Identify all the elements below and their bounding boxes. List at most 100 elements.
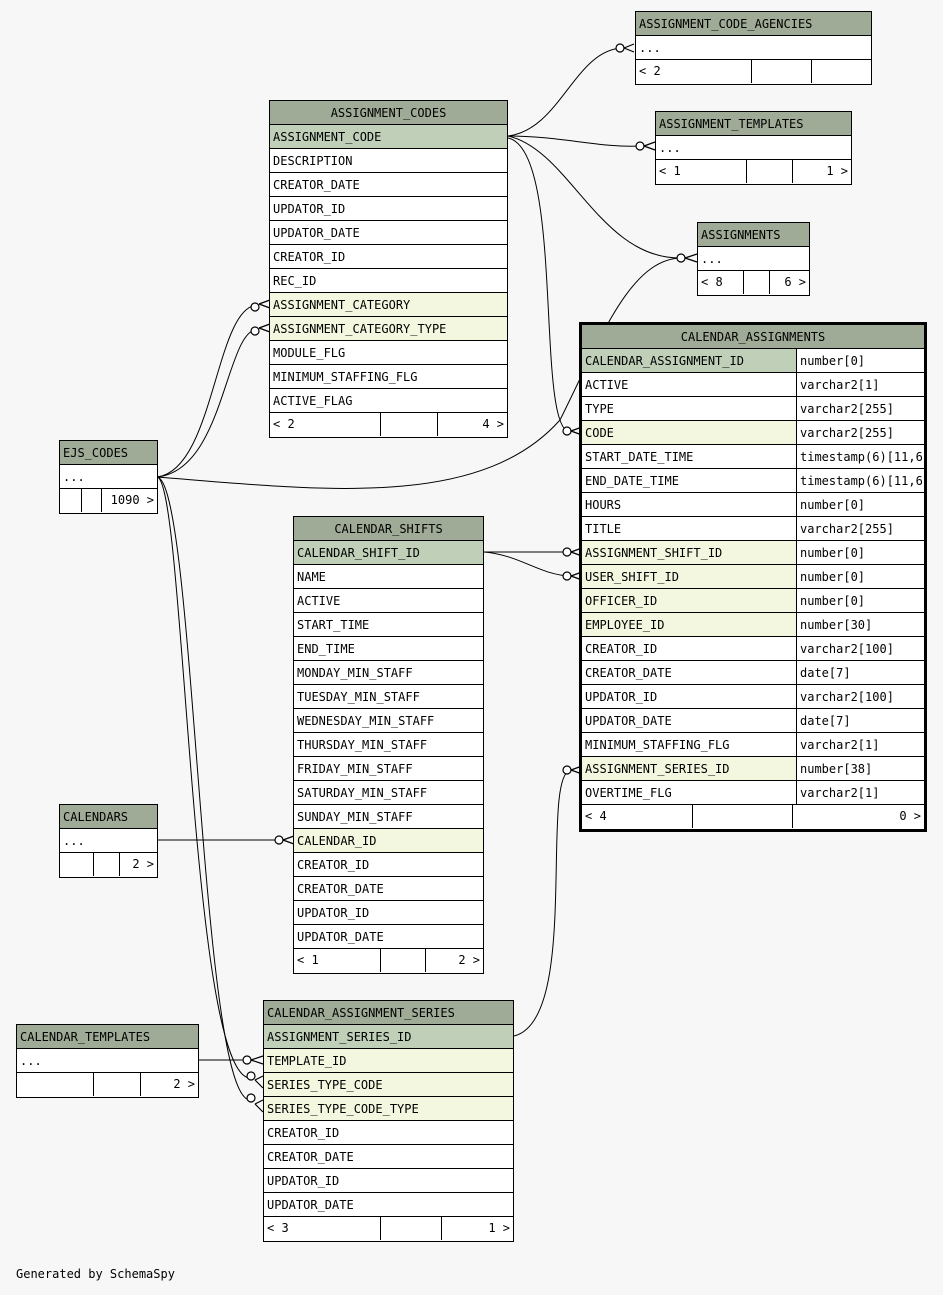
table-row: UPDATOR_DATE	[270, 221, 507, 245]
table-row: ASSIGNMENT_CATEGORY	[270, 293, 507, 317]
table-row: THURSDAY_MIN_STAFF	[294, 733, 483, 757]
table-footer: 2 >	[60, 853, 157, 877]
table-row: CREATOR_DATE	[270, 173, 507, 197]
table-row: SERIES_TYPE_CODE_TYPE	[264, 1097, 513, 1121]
rel-ejs-series-type-type	[156, 476, 251, 1101]
table-calendar-templates[interactable]: CALENDAR_TEMPLATES ... 2 >	[16, 1024, 199, 1098]
endpoint-markers	[242, 43, 698, 1113]
table-footer: < 3 1 >	[264, 1217, 513, 1241]
table-row: REC_ID	[270, 269, 507, 293]
table-assignments[interactable]: ASSIGNMENTS ... < 8 6 >	[697, 222, 810, 296]
rel-codes-assignments	[507, 135, 683, 259]
table-footer: < 2 4 >	[270, 413, 507, 437]
table-row: CREATOR_DATE	[264, 1145, 513, 1169]
table-calendar-shifts[interactable]: CALENDAR_SHIFTS CALENDAR_SHIFT_ID NAME A…	[293, 516, 484, 974]
table-row: CREATOR_ID	[294, 853, 483, 877]
rel-codes-calassign-code	[507, 137, 571, 433]
table-calendar-assignment-series[interactable]: CALENDAR_ASSIGNMENT_SERIES ASSIGNMENT_SE…	[263, 1000, 514, 1242]
table-row: ...	[656, 136, 851, 160]
rel-codes-agencies	[507, 47, 623, 137]
table-row: CALENDAR_ID	[294, 829, 483, 853]
table-row: START_TIME	[294, 613, 483, 637]
table-row: CALENDAR_SHIFT_ID	[294, 541, 483, 565]
table-calendars[interactable]: CALENDARS ... 2 >	[59, 804, 158, 878]
table-header: ASSIGNMENT_CODES	[270, 101, 507, 125]
table-row: ...	[636, 36, 871, 60]
table-footer: 2 >	[17, 1073, 198, 1097]
table-row: ASSIGNMENT_CATEGORY_TYPE	[270, 317, 507, 341]
table-calendar-assignments[interactable]: CALENDAR_ASSIGNMENTS CALENDAR_ASSIGNMENT…	[579, 322, 927, 832]
table-row: UPDATOR_ID	[264, 1169, 513, 1193]
rel-ejs-category-type	[156, 328, 259, 478]
table-header: EJS_CODES	[60, 441, 157, 465]
table-header: ASSIGNMENTS	[698, 223, 809, 247]
table-row: MONDAY_MIN_STAFF	[294, 661, 483, 685]
table-row: ...	[60, 465, 157, 489]
table-row: DESCRIPTION	[270, 149, 507, 173]
table-header: CALENDAR_ASSIGNMENT_SERIES	[264, 1001, 513, 1025]
table-header: CALENDAR_ASSIGNMENTS	[582, 325, 924, 349]
table-row: ACTIVE	[294, 589, 483, 613]
table-row: MODULE_FLG	[270, 341, 507, 365]
table-header: CALENDARS	[60, 805, 157, 829]
table-header: ASSIGNMENT_TEMPLATES	[656, 112, 851, 136]
table-row: ...	[17, 1049, 198, 1073]
table-header: CALENDAR_TEMPLATES	[17, 1025, 198, 1049]
table-row: ACTIVE_FLAG	[270, 389, 507, 413]
rel-ejs-assignments	[156, 257, 683, 489]
table-assignment-templates[interactable]: ASSIGNMENT_TEMPLATES ... < 1 1 >	[655, 111, 852, 185]
table-row: WEDNESDAY_MIN_STAFF	[294, 709, 483, 733]
table-row: NAME	[294, 565, 483, 589]
table-row: ...	[60, 829, 157, 853]
table-row: TEMPLATE_ID	[264, 1049, 513, 1073]
table-footer: < 1 1 >	[656, 160, 851, 184]
table-assignment-codes[interactable]: ASSIGNMENT_CODES ASSIGNMENT_CODE DESCRIP…	[269, 100, 508, 438]
table-row: CREATOR_ID	[264, 1121, 513, 1145]
table-row: CREATOR_ID	[270, 245, 507, 269]
table-row: ASSIGNMENT_SERIES_ID	[264, 1025, 513, 1049]
table-row: UPDATOR_DATE	[294, 925, 483, 949]
table-row: TUESDAY_MIN_STAFF	[294, 685, 483, 709]
table-row: ...	[698, 247, 809, 271]
rel-ejs-series-type	[156, 476, 251, 1079]
table-ejs-codes[interactable]: EJS_CODES ... 1090 >	[59, 440, 158, 514]
table-footer: < 1 2 >	[294, 949, 483, 973]
table-row: UPDATOR_DATE	[264, 1193, 513, 1217]
table-row: CREATOR_DATE	[294, 877, 483, 901]
table-assignment-code-agencies[interactable]: ASSIGNMENT_CODE_AGENCIES ... < 2	[635, 11, 872, 85]
table-footer: < 4 0 >	[582, 805, 924, 829]
table-row: END_TIME	[294, 637, 483, 661]
table-row: UPDATOR_ID	[270, 197, 507, 221]
table-header: ASSIGNMENT_CODE_AGENCIES	[636, 12, 871, 36]
table-row: UPDATOR_ID	[294, 901, 483, 925]
table-row: MINIMUM_STAFFING_FLG	[270, 365, 507, 389]
generated-by-label: Generated by SchemaSpy	[16, 1267, 175, 1281]
rel-series-calassign	[513, 769, 571, 1037]
table-row: SUNDAY_MIN_STAFF	[294, 805, 483, 829]
table-header: CALENDAR_SHIFTS	[294, 517, 483, 541]
rel-codes-templates	[507, 135, 641, 147]
table-footer: < 8 6 >	[698, 271, 809, 295]
table-row: SERIES_TYPE_CODE	[264, 1073, 513, 1097]
rel-shift-user-shift	[483, 551, 571, 577]
rel-ejs-category	[156, 304, 259, 478]
